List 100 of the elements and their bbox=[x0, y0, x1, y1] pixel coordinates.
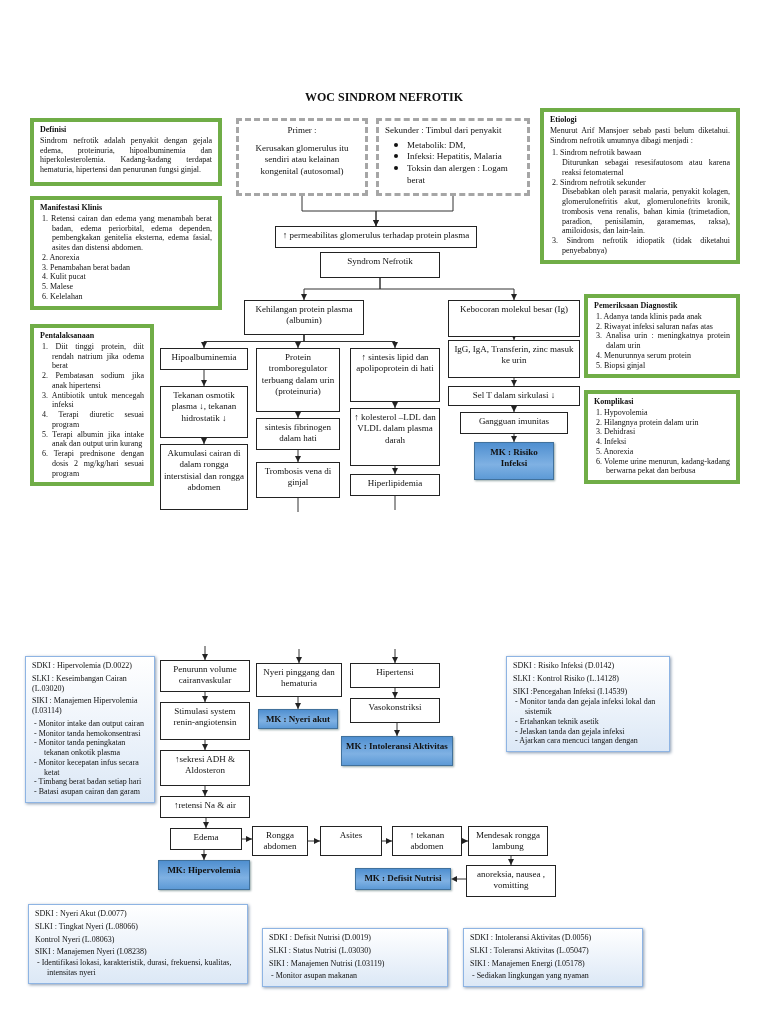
arrow bbox=[202, 739, 208, 751]
arrow bbox=[461, 838, 469, 844]
list-item: 2. Sindrom nefrotik sekunder bbox=[551, 177, 647, 188]
panel-heading: Komplikasi bbox=[594, 397, 635, 407]
box-label: MK : Intoleransi Aktivitas bbox=[345, 741, 449, 753]
list-item: 4. Infeksi bbox=[595, 437, 628, 447]
list-item: 5. Malese bbox=[41, 282, 75, 292]
connector-line bbox=[297, 497, 299, 513]
process-box bbox=[448, 386, 580, 406]
info-panel bbox=[30, 324, 154, 487]
process-box bbox=[244, 300, 364, 335]
list-item: - Monitor kecepatan infus secara ketat bbox=[33, 757, 140, 778]
care-plan-panel bbox=[506, 656, 670, 752]
box-label: Hiperlipidemia bbox=[366, 478, 424, 490]
box-label: Rongga abdomen bbox=[262, 830, 298, 853]
panel-text: Sekunder : Timbul dari penyakit bbox=[385, 125, 503, 137]
box-label: MK : Risiko Infeksi bbox=[489, 447, 539, 470]
box-label: Edema bbox=[192, 832, 220, 844]
process-box bbox=[448, 300, 580, 337]
box-label: Kebocoran molekul besar (Ig) bbox=[458, 304, 570, 316]
arrow bbox=[203, 817, 209, 829]
arrow bbox=[202, 785, 208, 797]
cause-box bbox=[236, 118, 368, 196]
box-label: Akumulasi cairan di dalam rongga interstisial dan rongga abdomen bbox=[164, 448, 244, 493]
arrow bbox=[295, 696, 301, 710]
process-box bbox=[350, 663, 440, 688]
panel-text: SLKI : Tingkat Nyeri (L.08066) bbox=[35, 921, 139, 932]
process-box bbox=[170, 828, 242, 850]
diagram-title: WOC SINDROM NEFROTIK bbox=[305, 90, 463, 104]
list-item: 4. Kulit pucat bbox=[41, 272, 87, 282]
list-item: - Ajarkan cara mencuci tangan dengan bbox=[514, 736, 639, 746]
panel-text: SIKI : Manajemen Nutrisi (I.03119) bbox=[269, 958, 386, 969]
box-label: Trombosis vena di ginjal bbox=[263, 466, 333, 489]
list-item: 5. Anorexia bbox=[595, 446, 635, 457]
arrow bbox=[307, 838, 321, 844]
arrow bbox=[394, 722, 400, 737]
box-label: Penurunn volume cairanvaskular bbox=[172, 664, 238, 687]
box-label: Nyeri pinggang dan hematuria bbox=[262, 667, 336, 690]
arrow bbox=[511, 433, 517, 443]
arrow bbox=[392, 401, 398, 409]
process-box bbox=[256, 348, 340, 412]
process-box bbox=[252, 826, 308, 856]
panel-text: SDKI : Intoleransi Aktivitas (D.0056) bbox=[470, 933, 593, 943]
process-box bbox=[350, 474, 440, 496]
box-label: Hipoalbuminemia bbox=[170, 352, 238, 364]
process-box bbox=[160, 750, 250, 786]
process-box bbox=[448, 340, 580, 378]
process-box bbox=[160, 348, 248, 370]
list-item: - Identifikasi lokasi, karakteristik, durasi, frekuensi, kualitas, intensitas nyeri bbox=[36, 958, 233, 978]
process-box bbox=[320, 252, 440, 278]
arrow bbox=[201, 437, 207, 445]
box-label: MK : Nyeri akut bbox=[264, 714, 332, 726]
box-label: ↑ permeabilitas glomerulus terhadap protein plasma bbox=[281, 230, 471, 242]
bullet-item: Metabolik: DM, bbox=[407, 139, 466, 150]
box-label: Sel T dalam sirkulasi ↓ bbox=[471, 390, 557, 402]
box-label: Vasokonstriksi bbox=[367, 702, 423, 714]
panel-text: SDKI : Defisit Nutrisi (D.0019) bbox=[269, 933, 372, 943]
list-item: - Jelaskan tanda dan gejala infeksi bbox=[514, 726, 626, 737]
cause-box bbox=[376, 118, 530, 196]
list-item: 1. Sindrom nefrotik bawaan bbox=[551, 148, 643, 158]
arrow bbox=[373, 195, 454, 227]
box-label: Protein tromboregulator terbuang dalam urin (proteinuria) bbox=[260, 352, 336, 397]
list-item: - Batasi asupan cairan dan garam bbox=[33, 787, 141, 797]
panel-text: Menurut Arif Mansjoer sebab pasti belum diketahui. Sindrom nefrotik umumnya dibagi menjadi : bbox=[550, 125, 730, 146]
arrow bbox=[295, 411, 301, 419]
box-label: sintesis fibrinogen dalam hati bbox=[263, 422, 333, 445]
list-item: 3. Analisa urin : meningkatnya protein dalam urin bbox=[595, 331, 730, 351]
panel-text: SIKI : Manajemen Nyeri (I.08238) bbox=[35, 947, 148, 957]
process-box bbox=[320, 826, 382, 856]
box-label: Syndrom Nefrotik bbox=[346, 256, 414, 268]
list-item: 6. Voleme urine menurun, kadang-kadang berwarna pekat dan berbusa bbox=[595, 456, 730, 476]
panel-text: Diturunkan sebagai resesifautosom atau karena reaksi fetomaternal bbox=[561, 158, 730, 178]
panel-text: SIKI :Pencegahan Infeksi (I.14539) bbox=[513, 686, 629, 697]
info-panel bbox=[30, 196, 222, 310]
list-item: 6. Kelelahan bbox=[41, 291, 84, 302]
list-item: 5. Terapi albumin jika intake anak dan output urin kurang bbox=[41, 429, 144, 449]
care-plan-panel bbox=[262, 928, 448, 987]
process-box bbox=[160, 702, 250, 740]
info-panel bbox=[30, 118, 222, 186]
panel-text: SLKI : Keseimbangan Cairan (L.03020) bbox=[32, 673, 128, 694]
list-item: 2. Riwayat infeksi saluran nafas atas bbox=[595, 321, 714, 332]
arrow bbox=[201, 849, 207, 861]
arrow bbox=[303, 334, 398, 349]
arrow bbox=[508, 855, 514, 866]
panel-text: Disebabkan oleh parasit malaria, penyakit kolagen, glomerulonefritis akut, glomerulonefrits kronik, trombosis vena renalis, bahan kimia (trimetadion, paradion, penisilamin, garamemas, raksa), amiloidosis, dan lain-lain. bbox=[561, 187, 730, 236]
process-box bbox=[256, 663, 342, 697]
process-box bbox=[256, 462, 340, 498]
process-box bbox=[160, 386, 248, 438]
list-item: 1. Retensi cairan dan edema yang menambah berat badan, edema periorbital, edema dependen, pembengkakan genitelia eksterna, edema fasial, asites dan distensi abdomen. bbox=[41, 213, 212, 253]
list-item: 2. Anorexia bbox=[41, 252, 81, 263]
panel-heading: Pemeriksaan Diagnostik bbox=[594, 301, 679, 311]
arrow bbox=[392, 687, 398, 699]
list-item: - Monitor asupan makanan bbox=[270, 971, 358, 981]
list-item: 6. Terapi prednisone dengan dosis 2 mg/kg/hari sesuai program bbox=[41, 449, 144, 479]
process-box bbox=[350, 408, 440, 466]
box-label: Kerusakan glomerulus itu sendiri atau kelainan kongenital (autosomal) bbox=[254, 142, 350, 178]
connector-line bbox=[394, 495, 396, 511]
arrow bbox=[202, 691, 208, 703]
list-item: 1. Hypovolemia bbox=[595, 407, 649, 418]
list-item: 4. Terapi diuretic sesuai program bbox=[41, 410, 144, 430]
